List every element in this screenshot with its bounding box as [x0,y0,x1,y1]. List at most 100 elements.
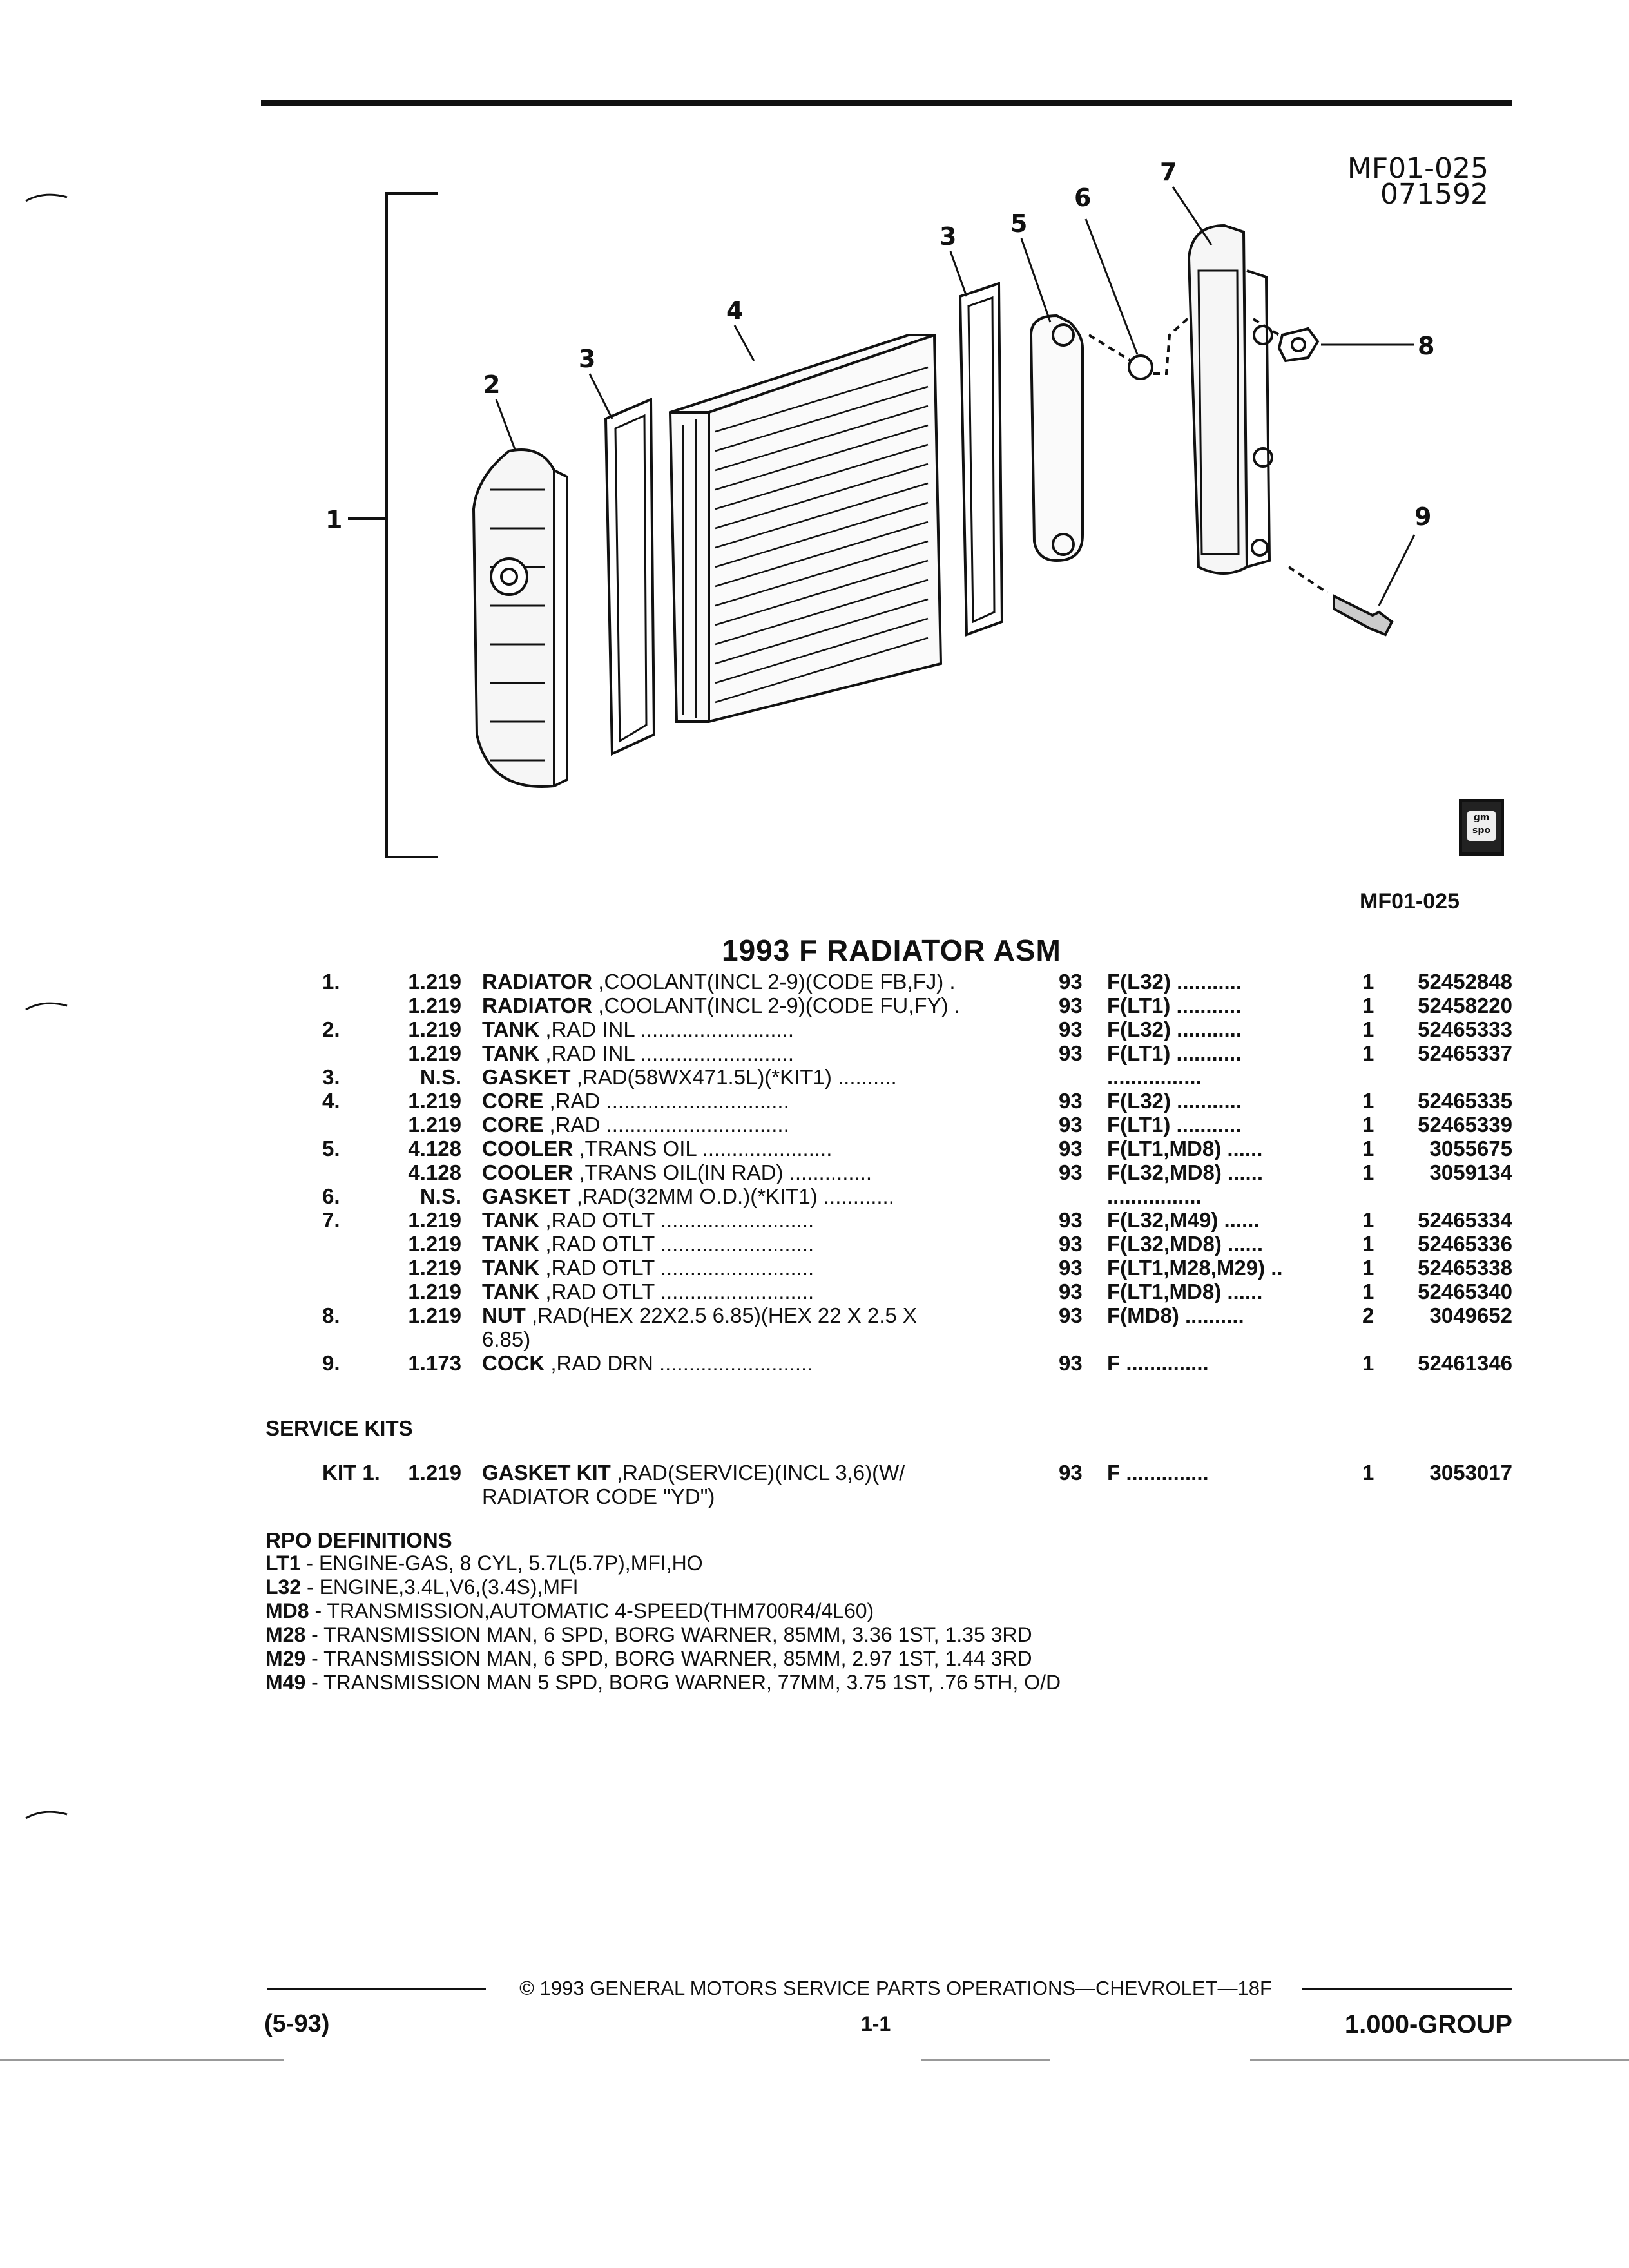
gasket-left-drawing [604,397,656,756]
quantity: 1 [1362,1232,1374,1256]
model-year: 93 [1059,1461,1083,1485]
model-year: 93 [1059,1280,1083,1303]
application: ................ [1107,1184,1202,1208]
illustration-code: 1.219 [408,1113,461,1137]
callout-5: 5 [1010,209,1028,238]
application: F .............. [1107,1351,1209,1375]
part-name: GASKET KIT [482,1461,611,1485]
part-description: RADIATOR ,COOLANT(INCL 2-9)(CODE FU,FY) … [482,994,998,1017]
rpo-code: L32 [265,1575,302,1599]
figure-date-code: 071592 [1380,178,1489,211]
rpo-code: LT1 [265,1552,301,1575]
part-number: 52465336 [1418,1232,1512,1256]
part-number: 3049652 [1429,1303,1512,1327]
application: F(L32,MD8) ...... [1107,1232,1264,1256]
part-number: 52452848 [1418,970,1512,994]
part-desc-detail: ,COOLANT(INCL 2-9)(CODE FB,FJ) . [598,970,956,994]
item-ref: KIT 1. [322,1461,380,1485]
callout-8: 8 [1418,332,1435,360]
illustration-code: 1.219 [408,994,461,1017]
part-number: 52465339 [1418,1113,1512,1137]
margin-mark [25,1002,68,1011]
rpo-code: MD8 [265,1599,309,1622]
part-description: TANK ,RAD OTLT .........................… [482,1232,998,1256]
model-year: 93 [1059,1303,1083,1327]
illustration-code: 1.219 [408,1017,461,1041]
item-ref: 9. [322,1351,340,1375]
footer-group: 1.000-GROUP [1344,2010,1512,2039]
footer-rule-left [267,1988,486,1990]
part-desc-detail: RADIATOR CODE "YD") [482,1485,715,1508]
outlet-tank-drawing [1187,224,1273,575]
rpo-text: - TRANSMISSION,AUTOMATIC 4-SPEED(THM700R… [309,1599,874,1622]
part-description: RADIATOR ,COOLANT(INCL 2-9)(CODE FB,FJ) … [482,970,998,994]
part-desc-detail: ,RAD OTLT .......................... [545,1208,815,1232]
service-kits-heading: SERVICE KITS [265,1416,413,1440]
application: F(MD8) .......... [1107,1303,1244,1327]
top-rule [261,100,1512,106]
figure-id-lower: MF01-025 [1360,889,1460,914]
item-ref: 8. [322,1303,340,1327]
rpo-text: - TRANSMISSION MAN, 6 SPD, BORG WARNER, … [305,1647,1032,1670]
item-ref: 4. [322,1089,340,1113]
application: F(L32,MD8) ...... [1107,1160,1264,1184]
part-desc-detail: ,TRANS OIL ...................... [579,1137,833,1160]
part-description: COOLER ,TRANS OIL ...................... [482,1137,998,1160]
part-desc-detail: ,RAD ............................... [549,1089,789,1113]
callout-7: 7 [1160,158,1177,186]
application: F(LT1,MD8) ...... [1107,1280,1263,1303]
illustration-code: 1.219 [408,1089,461,1113]
footer-page-number: 1-1 [861,2012,891,2035]
part-description: 6.85) [482,1327,998,1351]
part-number: 52465334 [1418,1208,1512,1232]
item-ref: 2. [322,1017,340,1041]
part-name: TANK [482,1232,540,1256]
footer-date: (5-93) [264,2010,330,2037]
assembly-bracket [348,192,438,858]
part-name: CORE [482,1113,544,1137]
application: F(L32,M49) ...... [1107,1208,1260,1232]
quantity: 2 [1362,1303,1374,1327]
part-name: NUT [482,1303,526,1327]
rpo-text: - TRANSMISSION MAN 5 SPD, BORG WARNER, 7… [305,1671,1061,1694]
model-year: 93 [1059,1256,1083,1280]
callout-3a: 3 [579,345,596,373]
rpo-definition: MD8 - TRANSMISSION,AUTOMATIC 4-SPEED(THM… [265,1599,874,1623]
quantity: 1 [1362,994,1374,1017]
part-name: GASKET [482,1184,571,1208]
model-year: 93 [1059,1041,1083,1065]
illustration-code: 1.219 [408,1256,461,1280]
part-number: 3053017 [1429,1461,1512,1485]
part-description: COOLER ,TRANS OIL(IN RAD) .............. [482,1160,998,1184]
quantity: 1 [1362,1351,1374,1375]
rpo-text: - ENGINE-GAS, 8 CYL, 5.7L(5.7P),MFI,HO [300,1552,703,1575]
part-name: CORE [482,1089,544,1113]
radiator-core-drawing [668,334,943,723]
quantity: 1 [1362,1256,1374,1280]
gm-spo-logo: gm spo [1459,799,1504,856]
part-desc-detail: ,RAD(58WX471.5L)(*KIT1) .......... [576,1065,897,1089]
part-description: NUT ,RAD(HEX 22X2.5 6.85)(HEX 22 X 2.5 X [482,1303,998,1327]
footer-rule-right [1302,1988,1512,1990]
model-year: 93 [1059,1113,1083,1137]
part-name: TANK [482,1208,540,1232]
part-desc-detail: ,RAD(HEX 22X2.5 6.85)(HEX 22 X 2.5 X [532,1303,917,1327]
figure-id: MF01-025 071592 [1327,155,1489,211]
rpo-code: M28 [265,1623,306,1646]
application: F(LT1) ........... [1107,1113,1242,1137]
part-number: 52458220 [1418,994,1512,1017]
quantity: 1 [1362,970,1374,994]
application: ................ [1107,1065,1202,1089]
part-name: TANK [482,1041,540,1065]
rpo-definition: LT1 - ENGINE-GAS, 8 CYL, 5.7L(5.7P),MFI,… [265,1552,703,1575]
part-desc-detail: ,RAD ............................... [549,1113,789,1137]
illustration-code: 1.219 [408,1232,461,1256]
illustration-code: 1.219 [408,1280,461,1303]
rpo-definition: M29 - TRANSMISSION MAN, 6 SPD, BORG WARN… [265,1647,1032,1671]
rpo-definition: M49 - TRANSMISSION MAN 5 SPD, BORG WARNE… [265,1671,1061,1695]
part-description: TANK ,RAD OTLT .........................… [482,1256,998,1280]
quantity: 1 [1362,1041,1374,1065]
quantity: 1 [1362,1113,1374,1137]
part-desc-detail: 6.85) [482,1327,531,1351]
part-name: COCK [482,1351,545,1375]
